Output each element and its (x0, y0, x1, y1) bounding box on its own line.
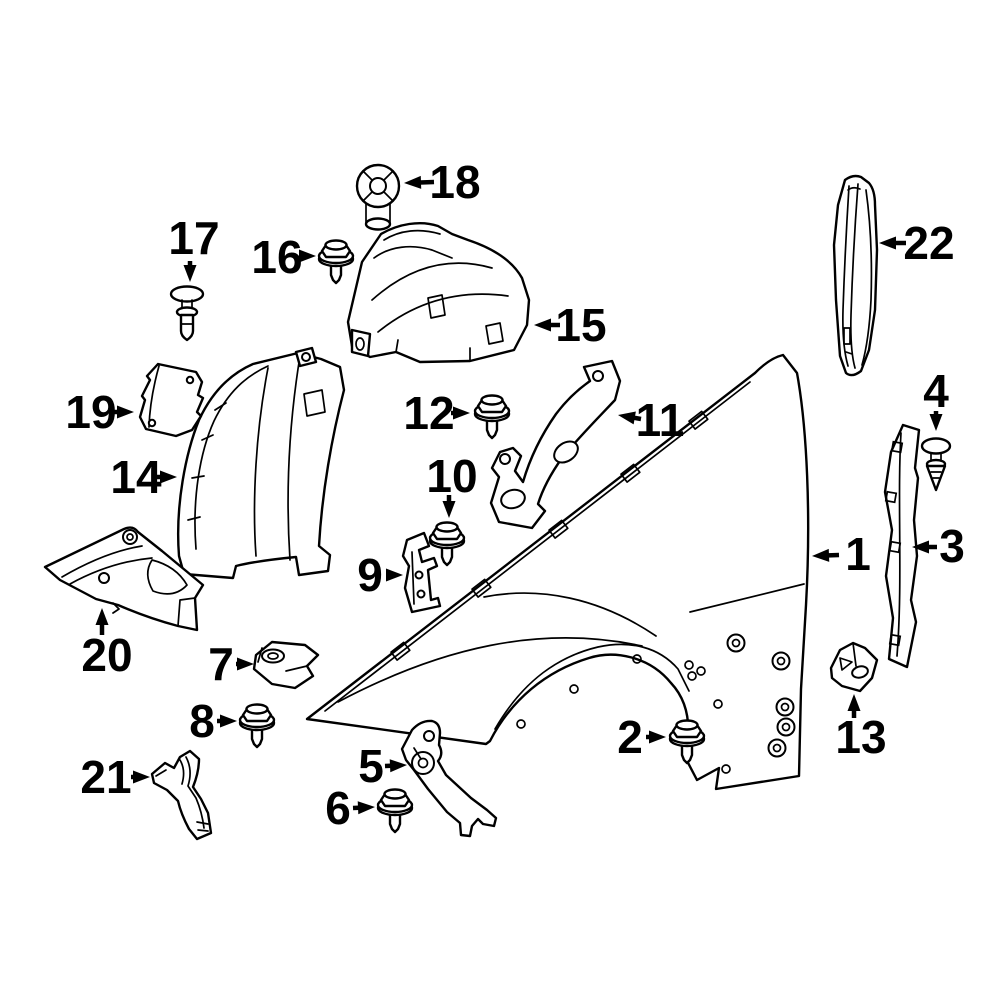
callout-number-10[interactable]: 10 (426, 450, 477, 502)
part-20-lower-shield[interactable] (43, 526, 205, 632)
callout-13[interactable]: 13 (835, 694, 887, 763)
callout-number-4[interactable]: 4 (923, 365, 949, 417)
parts-layer (43, 163, 952, 841)
callout-arrowhead-14 (160, 470, 177, 484)
callout-11[interactable]: 11 (618, 394, 684, 446)
callout-22[interactable]: 22 (879, 217, 955, 269)
part-7-bracket[interactable] (252, 640, 320, 690)
part-16-bolt[interactable] (317, 239, 355, 285)
callout-18[interactable]: 18 (404, 156, 481, 208)
callout-number-20[interactable]: 20 (81, 629, 132, 681)
callout-number-18[interactable]: 18 (429, 156, 480, 208)
callout-10[interactable]: 10 (426, 450, 478, 518)
callout-number-22[interactable]: 22 (903, 217, 954, 269)
callout-number-15[interactable]: 15 (555, 299, 606, 351)
part-11-support-bracket[interactable] (489, 359, 622, 530)
callout-1[interactable]: 1 (812, 528, 871, 580)
callout-arrowhead-9 (386, 568, 403, 582)
part-15-fender-liner-rear[interactable] (346, 222, 531, 364)
part-17-rivet[interactable] (169, 285, 205, 342)
part-18-grommet[interactable] (355, 163, 401, 231)
callout-2[interactable]: 2 (617, 711, 666, 763)
callout-21[interactable]: 21 (80, 751, 150, 803)
callout-arrowhead-5 (389, 759, 407, 773)
callout-number-8[interactable]: 8 (189, 695, 215, 747)
part-13-bracket[interactable] (829, 641, 879, 693)
part-5-fender-bracket-highlighted[interactable] (400, 719, 498, 838)
callout-7[interactable]: 7 (208, 638, 254, 690)
callout-14[interactable]: 14 (110, 451, 177, 503)
part-8-bolt[interactable] (238, 703, 276, 749)
callout-arrowhead-3 (912, 540, 929, 554)
part-22-molding[interactable] (832, 174, 879, 377)
callout-arrowhead-19 (117, 405, 134, 419)
callout-arrowhead-17 (183, 265, 197, 282)
callout-arrowhead-8 (220, 714, 237, 728)
callout-number-12[interactable]: 12 (403, 387, 454, 439)
callout-15[interactable]: 15 (534, 299, 607, 351)
callout-9[interactable]: 9 (357, 549, 403, 601)
part-12-bolt[interactable] (473, 394, 511, 440)
callout-number-11[interactable]: 11 (636, 394, 685, 446)
part-6-bolt[interactable] (376, 788, 414, 834)
callout-arrowhead-15 (534, 318, 551, 332)
callout-arrowhead-12 (453, 406, 470, 420)
callout-arrowhead-10 (442, 501, 456, 518)
callout-5[interactable]: 5 (358, 740, 407, 792)
part-3-support-bracket[interactable] (883, 423, 921, 669)
callout-number-16[interactable]: 16 (251, 231, 302, 283)
callout-arrowhead-22 (879, 236, 896, 250)
callout-3[interactable]: 3 (912, 520, 965, 572)
callout-number-14[interactable]: 14 (110, 451, 162, 503)
part-21-bracket[interactable] (150, 749, 213, 841)
callout-arrowhead-20 (95, 608, 109, 625)
callout-number-21[interactable]: 21 (80, 751, 131, 803)
callout-number-1[interactable]: 1 (845, 528, 871, 580)
part-19-plate[interactable] (138, 362, 205, 438)
callout-arrowhead-1 (812, 548, 830, 562)
part-14-fender-liner-front[interactable] (176, 346, 346, 580)
callout-8[interactable]: 8 (189, 695, 237, 747)
callout-arrowhead-4 (929, 414, 943, 431)
callout-17[interactable]: 17 (168, 212, 220, 282)
callout-arrowhead-21 (133, 770, 150, 784)
callout-number-6[interactable]: 6 (325, 782, 351, 834)
callout-6[interactable]: 6 (325, 782, 375, 834)
callout-number-2[interactable]: 2 (617, 711, 643, 763)
callout-arrowhead-16 (299, 249, 316, 263)
callout-arrowhead-13 (847, 694, 861, 711)
part-4-clip[interactable] (920, 437, 952, 492)
callout-4[interactable]: 4 (923, 365, 949, 431)
callout-arrowhead-6 (357, 801, 375, 815)
callout-16[interactable]: 16 (251, 231, 316, 283)
callout-number-13[interactable]: 13 (835, 711, 886, 763)
callout-number-7[interactable]: 7 (208, 638, 234, 690)
callout-number-5[interactable]: 5 (358, 740, 384, 792)
callout-number-9[interactable]: 9 (357, 549, 383, 601)
callout-12[interactable]: 12 (403, 387, 470, 439)
callout-number-17[interactable]: 17 (168, 212, 219, 264)
callout-20[interactable]: 20 (81, 608, 133, 681)
callout-arrowhead-11 (618, 411, 636, 425)
callout-arrowhead-7 (237, 657, 254, 671)
callout-19[interactable]: 19 (65, 386, 134, 438)
callout-arrowhead-18 (404, 175, 422, 189)
callout-number-3[interactable]: 3 (939, 520, 965, 572)
callout-number-19[interactable]: 19 (65, 386, 116, 438)
part-9-bracket[interactable] (401, 531, 442, 614)
callout-arrowhead-2 (649, 730, 666, 744)
